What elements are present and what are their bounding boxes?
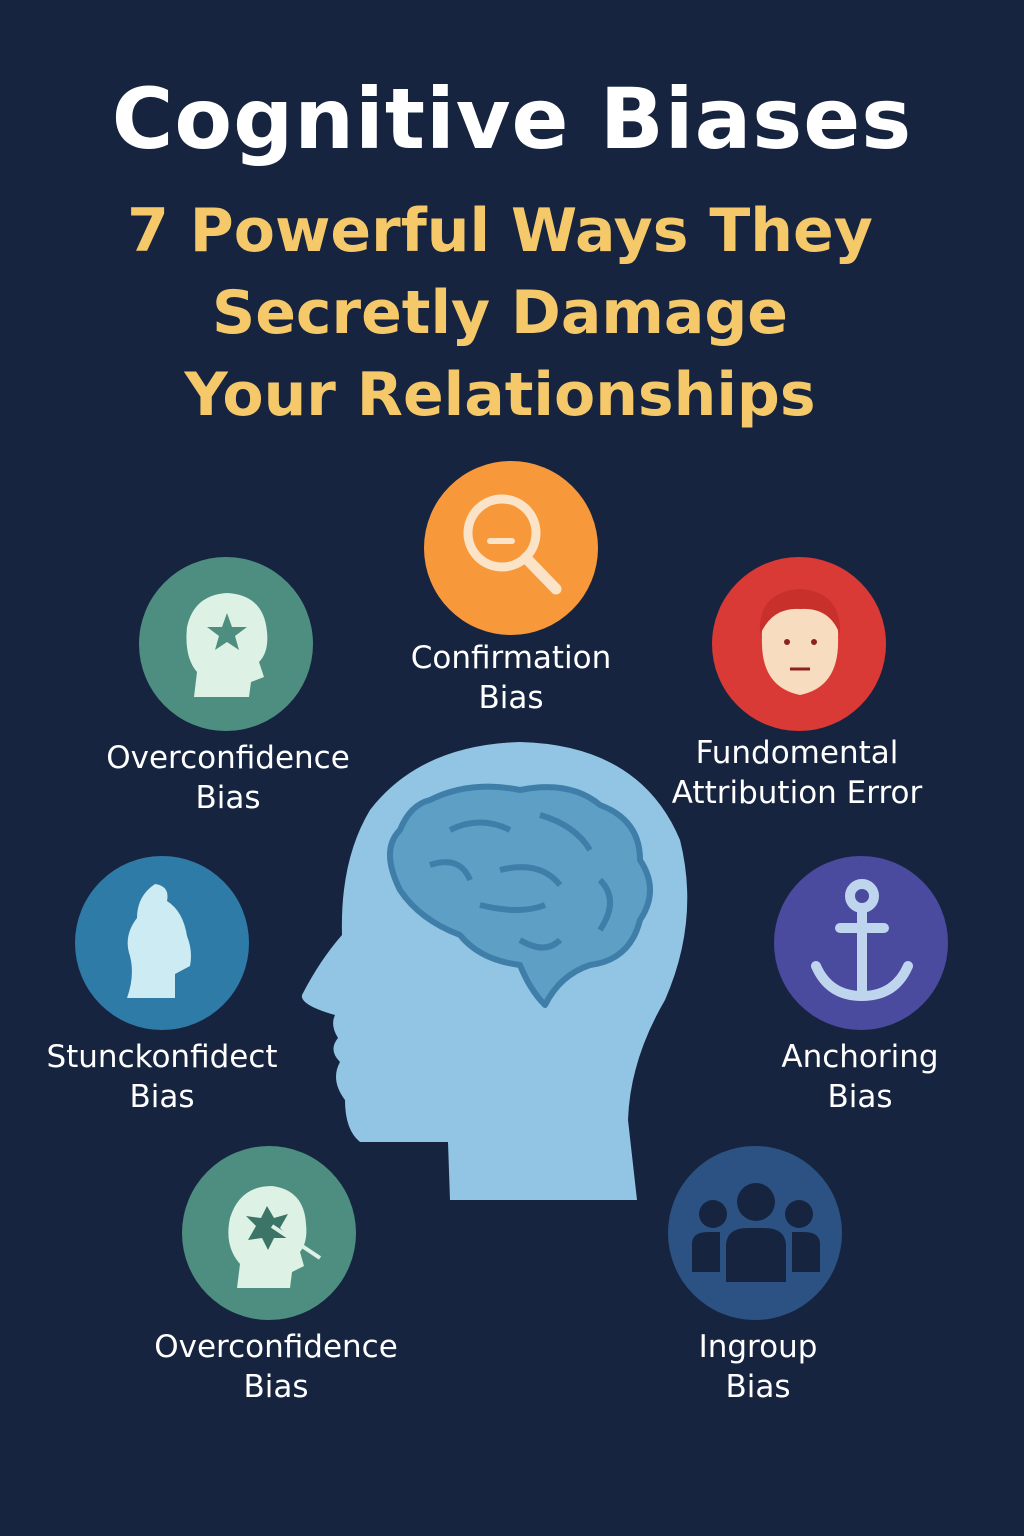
head-burst-icon (228, 1186, 322, 1288)
magnifier-icon (463, 494, 562, 595)
face-icon (759, 589, 841, 695)
label-line: Bias (243, 1369, 309, 1405)
bias-circle-confirmation (424, 461, 598, 635)
bias-circle-stunckonfidect (75, 856, 249, 1030)
label-line: Ingroup (698, 1329, 818, 1365)
brain-icon (387, 783, 653, 1008)
label-line: Attribution Error (671, 775, 923, 811)
subtitle: 7 Powerful Ways They Secretly Damage You… (0, 190, 1000, 436)
subtitle-line: 7 Powerful Ways They (127, 196, 873, 266)
bias-circle-overconfidence (139, 557, 313, 731)
title: Cognitive Biases (111, 70, 913, 168)
bias-circle-ingroup (668, 1146, 842, 1320)
label-line: Overconfidence (106, 740, 350, 776)
label-line: Confirmation (410, 640, 612, 676)
anchor-icon (811, 879, 913, 1002)
head-silhouette-icon (127, 884, 191, 998)
group-icon (692, 1183, 820, 1282)
label-line: Bias (725, 1369, 791, 1405)
subtitle-line: Secretly Damage (212, 278, 788, 348)
label-line: Bias (478, 680, 544, 716)
subtitle-line: Your Relationships (184, 360, 816, 430)
bias-circle-fundamental-attribution (712, 557, 886, 731)
label-line: Bias (129, 1079, 195, 1115)
label-line: Bias (195, 780, 261, 816)
head-star-icon (186, 593, 268, 697)
label-line: Anchoring (781, 1039, 939, 1075)
label-line: Stunckonfidect (46, 1039, 278, 1075)
label-line: Fundomental (695, 735, 899, 771)
label-line: Overconfidence (154, 1329, 398, 1365)
bias-circle-overconfidence-2 (182, 1146, 356, 1320)
label-line: Bias (827, 1079, 893, 1115)
bias-circle-anchoring (774, 856, 948, 1030)
